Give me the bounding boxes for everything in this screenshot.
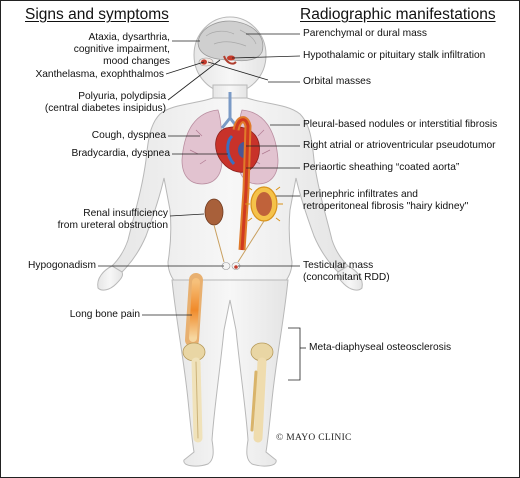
sign-diabetes-insipidus: Polyuria, polydipsia(central diabetes in… [44,91,166,114]
brain [197,20,264,65]
sign-xanthelasma: Xanthelasma, exophthalmos [35,69,164,80]
finding-testicular-mass: Testicular mass(concomitant RDD) [303,260,390,283]
sign-bone-pain: Long bone pain [69,309,140,320]
finding-pleural: Pleural-based nodules or interstitial fi… [303,119,498,130]
signs-header: Signs and symptoms [25,6,169,23]
aorta [232,116,252,251]
findings-header: Radiographic manifestations [300,6,496,23]
finding-pituitary-stalk: Hypothalamic or pituitary stalk infiltra… [303,50,486,61]
copyright: © MAYO CLINIC [276,433,352,443]
kidneys [204,186,283,263]
sign-cough: Cough, dyspnea [91,130,166,141]
orbit [198,57,214,67]
finding-coated-aorta: Periaortic sheathing “coated aorta” [303,162,460,173]
leg-bones [182,273,274,443]
finding-orbital-masses: Orbital masses [303,76,371,87]
sign-neuro: Ataxia, dysarthria,cognitive impairment,… [73,32,170,67]
leader-lines [98,33,306,381]
finding-dural-mass: Parenchymal or dural mass [303,28,427,39]
sign-hypogonadism: Hypogonadism [28,260,96,271]
finding-osteosclerosis: Meta-diaphyseal osteosclerosis [309,342,452,353]
sign-bradycardia: Bradycardia, dyspnea [71,148,170,159]
finding-atrial: Right atrial or atrioventricular pseudot… [303,140,496,151]
